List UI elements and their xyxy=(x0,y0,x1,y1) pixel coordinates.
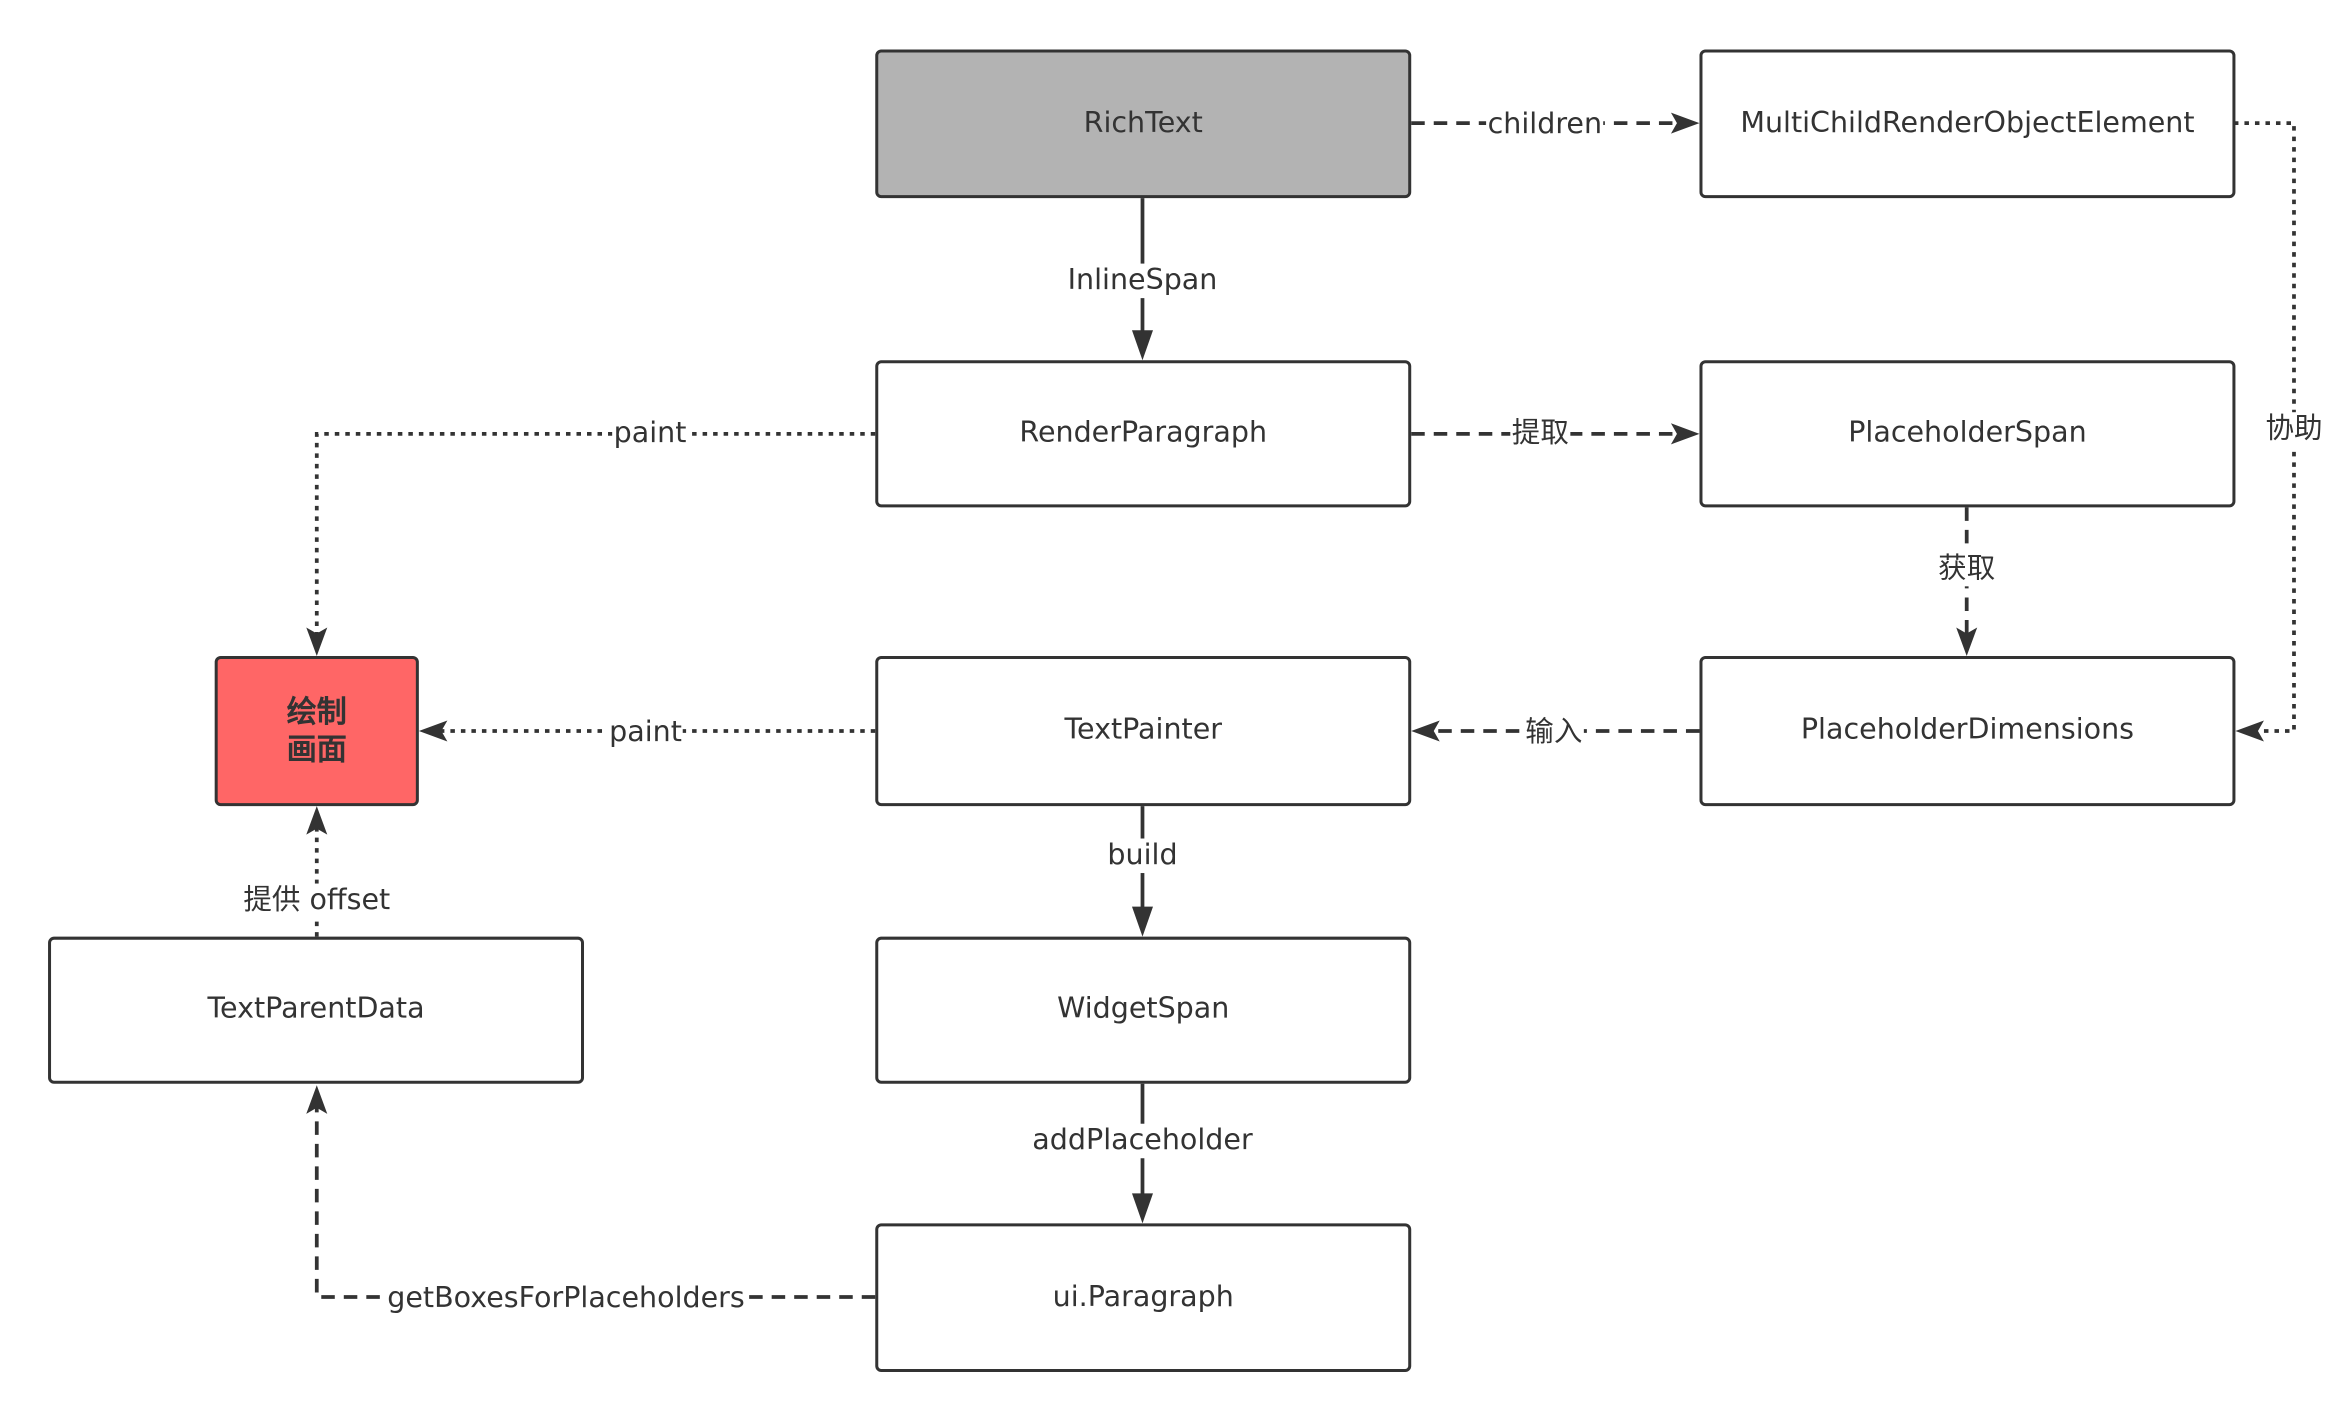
node-richtext: RichText xyxy=(875,49,1412,199)
node-label: PlaceholderSpan xyxy=(1848,415,2087,450)
edge-label-inlinespan: InlineSpan xyxy=(1066,263,1219,298)
arrowhead-placeholderspan xyxy=(1670,423,1700,445)
node-widgetspan: WidgetSpan xyxy=(875,936,1412,1084)
node-multichildrenderobjectelement: MultiChildRenderObjectElement xyxy=(1699,49,2236,199)
arrowhead-canvas-top xyxy=(306,627,328,656)
edge-label-input: 输入 xyxy=(1523,715,1584,750)
edge-label-paint-mid: paint xyxy=(607,715,684,750)
node-label: TextParentData xyxy=(207,992,425,1026)
node-textparentdata: TextParentData xyxy=(48,936,585,1084)
edge-label-getboxes: getBoxesForPlaceholders xyxy=(385,1281,747,1316)
node-label: WidgetSpan xyxy=(1057,992,1230,1026)
node-label: RichText xyxy=(1083,106,1203,140)
arrowhead-widgetspan xyxy=(1131,906,1153,937)
edge-label-paint-top: paint xyxy=(612,416,688,451)
edge-renderparagraph-to-canvas xyxy=(314,431,876,640)
node-paint-canvas: 绘制 画面 xyxy=(214,655,419,807)
edge-label-children: children xyxy=(1486,107,1604,142)
node-textpainter: TextPainter xyxy=(875,655,1412,807)
node-label: TextPainter xyxy=(1064,713,1223,747)
arrowhead-uiparagraph xyxy=(1131,1193,1153,1224)
edge-label-build: build xyxy=(1105,838,1180,873)
edge-label-addplaceholder: addPlaceholder xyxy=(1030,1123,1255,1158)
node-renderparagraph: RenderParagraph xyxy=(875,360,1412,508)
node-label: PlaceholderDimensions xyxy=(1800,713,2135,747)
arrowhead-dimensions-top xyxy=(1956,627,1978,656)
arrowhead-canvas-bottom xyxy=(306,806,328,835)
node-label: 绘制 画面 xyxy=(286,693,347,768)
arrowhead-textparentdata xyxy=(306,1085,328,1114)
edge-uiparagraph-to-textparentdata xyxy=(314,1104,876,1299)
node-placeholderspan: PlaceholderSpan xyxy=(1699,360,2236,508)
edge-label-obtain: 获取 xyxy=(1936,551,1997,587)
edge-label-extract: 提取 xyxy=(1510,416,1571,451)
node-placeholderdimensions: PlaceholderDimensions xyxy=(1699,655,2236,807)
edge-label-provide-offset: 提供 offset xyxy=(241,883,392,918)
arrowhead-renderparagraph xyxy=(1131,330,1153,361)
node-label: RenderParagraph xyxy=(1019,415,1268,450)
edge-label-assist: 协助 xyxy=(2263,412,2325,447)
arrowhead-multichild xyxy=(1670,112,1700,134)
node-label: ui.Paragraph xyxy=(1052,1279,1234,1313)
node-uiparagraph: ui.Paragraph xyxy=(875,1223,1412,1373)
arrowhead-textpainter xyxy=(1411,720,1440,742)
node-label: MultiChildRenderObjectElement xyxy=(1740,106,2195,140)
arrowhead-dimensions-right xyxy=(2235,720,2264,742)
arrowhead-canvas-right xyxy=(418,720,448,742)
